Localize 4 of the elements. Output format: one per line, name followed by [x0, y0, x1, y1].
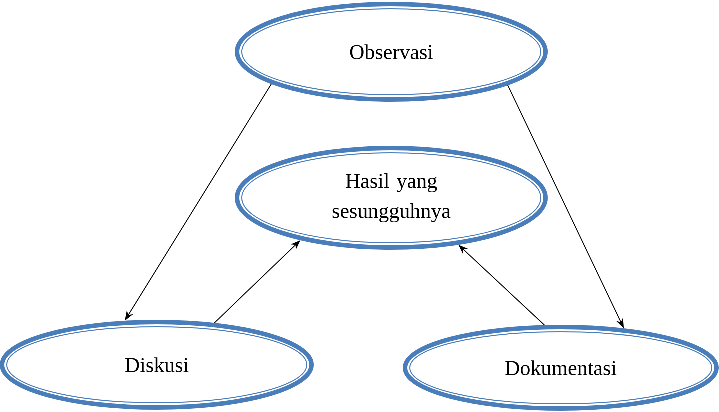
ellipse-node: Diskusi	[0, 320, 314, 410]
ellipse-node: Observasi	[235, 2, 548, 102]
ellipse-node: Dokumentasi	[403, 325, 719, 411]
ellipse-node: Hasil yang sesungguhnya	[235, 146, 548, 250]
